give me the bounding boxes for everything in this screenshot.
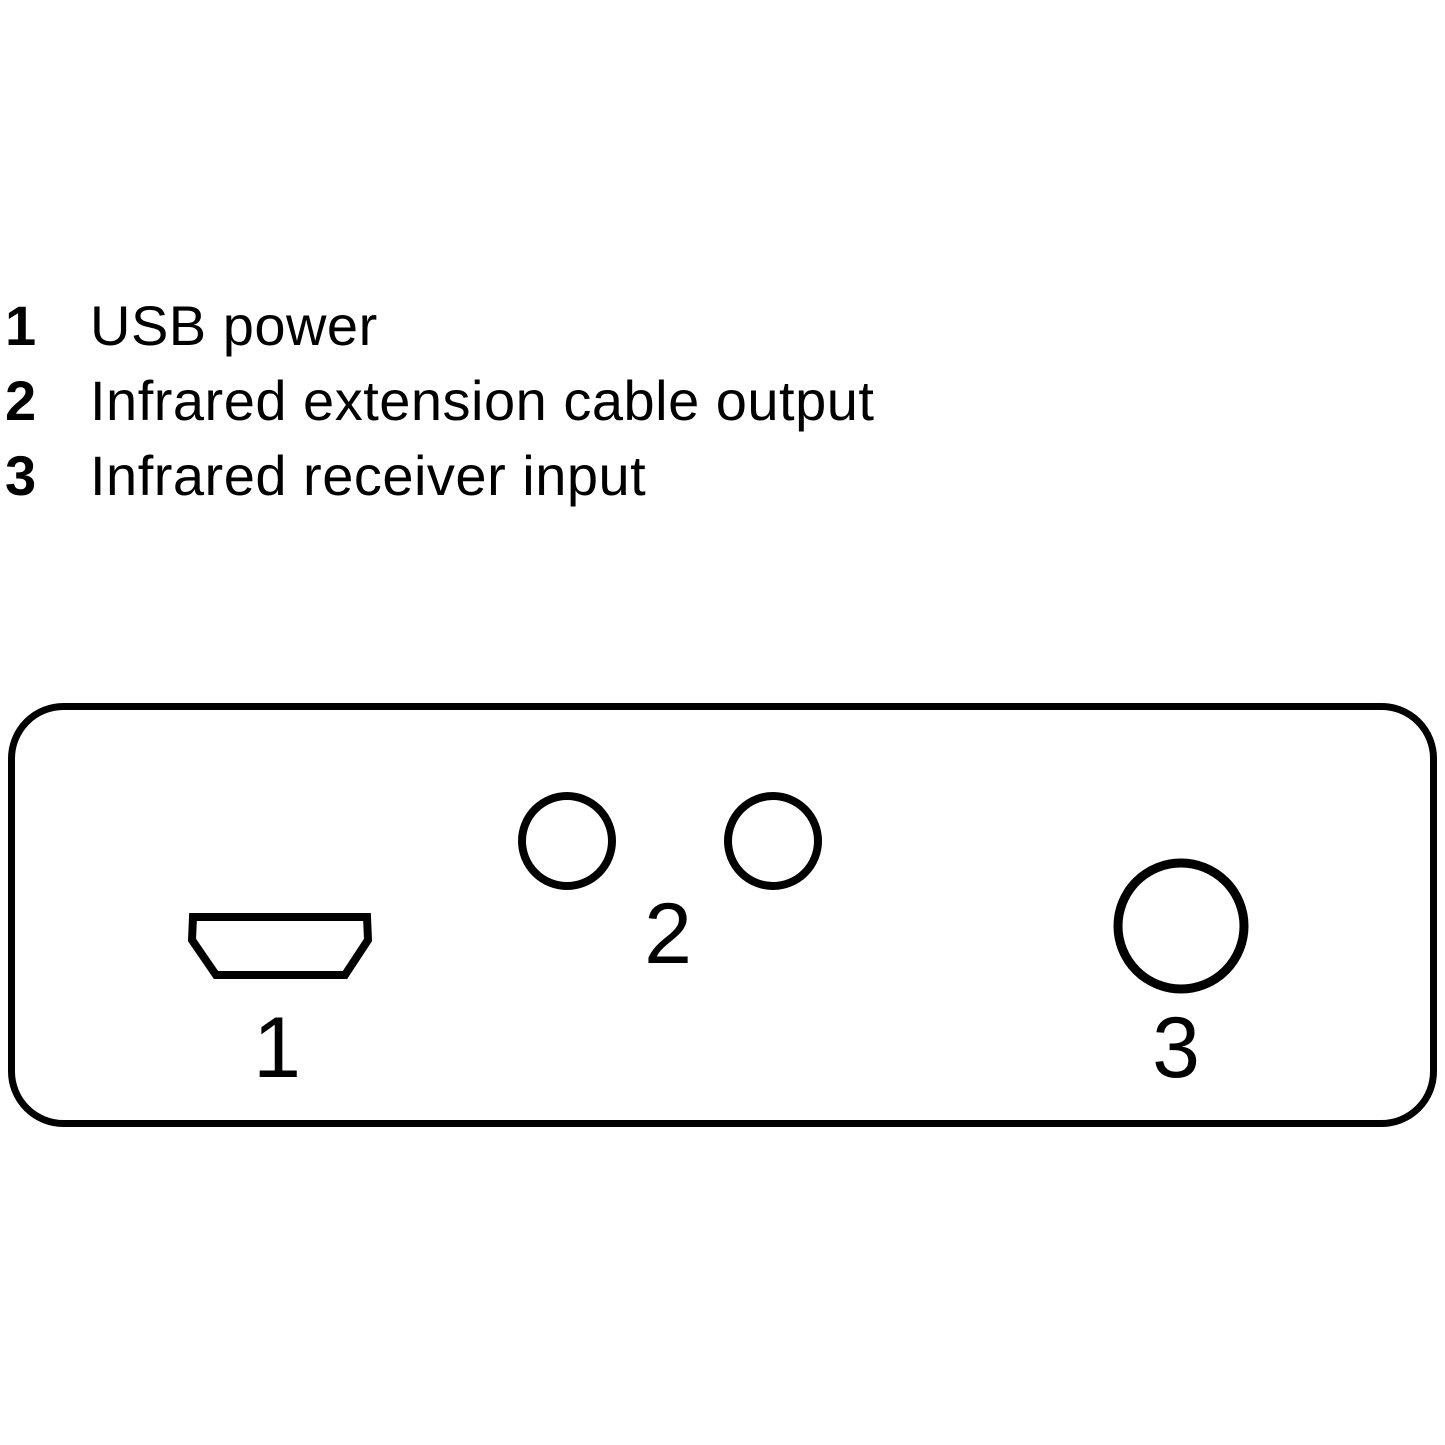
ir-extension-output-jack-right-icon	[724, 792, 822, 890]
legend-number: 2	[5, 369, 37, 432]
legend-item-usb-power: 1 USB power	[5, 288, 1105, 363]
mini-usb-port-icon	[187, 913, 373, 979]
port-label-usb-power: 1	[253, 1000, 301, 1096]
legend-label: Infrared receiver input	[90, 444, 647, 507]
legend-label: Infrared extension cable output	[90, 369, 875, 432]
port-label-ir-extension-output: 2	[644, 886, 692, 982]
legend-item-ir-receiver-input: 3 Infrared receiver input	[5, 438, 1105, 513]
legend-number: 3	[5, 444, 37, 507]
port-label-ir-receiver-input: 3	[1152, 1000, 1200, 1096]
legend-label: USB power	[90, 294, 378, 357]
legend-item-ir-extension-output: 2 Infrared extension cable output	[5, 363, 1105, 438]
legend-number: 1	[5, 294, 37, 357]
legend: 1 USB power 2 Infrared extension cable o…	[5, 288, 1105, 513]
ir-extension-output-jack-left-icon	[518, 792, 616, 890]
ir-receiver-input-jack-icon	[1113, 858, 1249, 994]
device-panel-outline	[8, 703, 1437, 1127]
